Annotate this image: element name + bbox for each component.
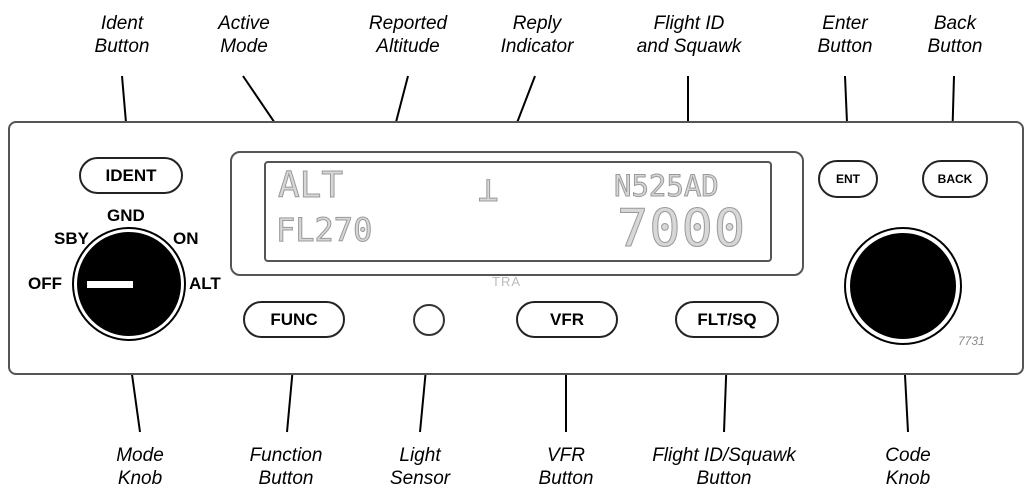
callout-ident-button: Ident Button (94, 13, 150, 57)
callout-code-knob: Code Knob (885, 445, 931, 489)
flt-sq-button[interactable]: FLT/SQ (675, 301, 779, 338)
callout-function-button: Function Button (249, 445, 323, 489)
mode-label-gnd: GND (107, 206, 145, 225)
code-knob[interactable] (846, 229, 960, 343)
vfr-button[interactable]: VFR (516, 301, 618, 338)
model-number: 7731 (958, 334, 985, 348)
lcd-squawk-code: 7000 (616, 199, 747, 260)
light-sensor (413, 304, 445, 336)
callout-flight-id-squawk-button: Flight ID/Squawk Button (652, 445, 796, 489)
mode-knob-pointer (87, 281, 133, 288)
lcd-reported-altitude: FL270 (275, 211, 373, 250)
func-button[interactable]: FUNC (243, 301, 345, 338)
mode-label-alt: ALT (189, 274, 221, 293)
callout-active-mode: Active Mode (218, 13, 270, 57)
callout-vfr-button: VFR Button (538, 445, 594, 489)
brand-mark: TRA (492, 274, 521, 289)
callout-enter-button: Enter Button (817, 13, 873, 57)
lcd-active-mode: ALT (277, 165, 344, 207)
callout-reported-altitude: Reported Altitude (368, 13, 448, 57)
back-button[interactable]: BACK (922, 160, 988, 198)
callout-mode-knob: Mode Knob (116, 445, 164, 489)
mode-label-sby: SBY (54, 229, 89, 248)
mode-label-off: OFF (28, 274, 62, 293)
ident-button[interactable]: IDENT (79, 157, 183, 194)
lcd-display (264, 161, 772, 262)
mode-label-on: ON (173, 229, 199, 248)
mode-knob[interactable] (74, 229, 184, 339)
lcd-reply-indicator: ⊥ (477, 170, 499, 211)
callout-reply-indicator: Reply Indicator (500, 13, 574, 57)
callout-flight-id-squawk: Flight ID and Squawk (636, 13, 742, 57)
callout-light-sensor: Light Sensor (389, 445, 451, 489)
callout-back-button: Back Button (927, 13, 983, 57)
ent-button[interactable]: ENT (818, 160, 878, 198)
lcd-flight-id: N525AD (614, 169, 720, 204)
